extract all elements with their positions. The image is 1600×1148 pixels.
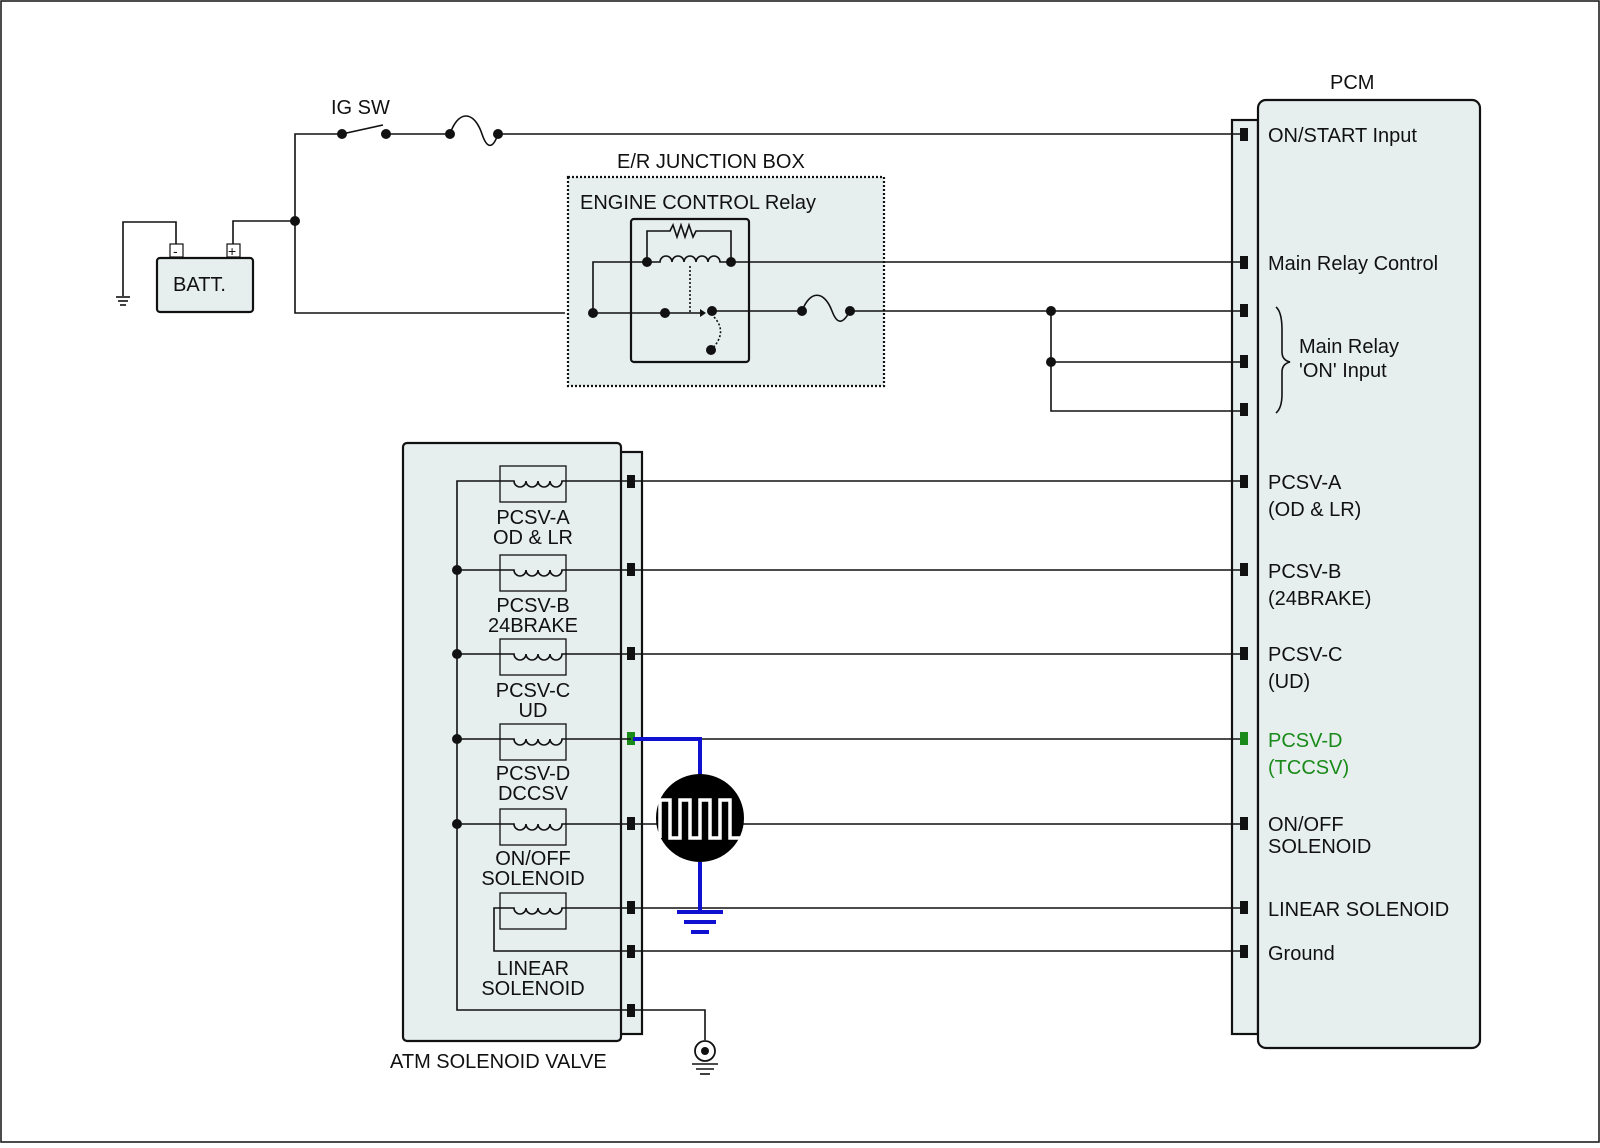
pin-main-relay-on-2: 'ON' Input <box>1299 360 1387 382</box>
pcm-connector-strip <box>1230 118 1260 1036</box>
pin-terminal <box>1240 355 1248 368</box>
pin-terminal <box>1240 128 1248 141</box>
ig-sw-label: IG SW <box>331 97 390 119</box>
relay-icon <box>629 217 751 364</box>
main-relay-on-branch <box>1050 311 1240 412</box>
pin-pcsv-c-1: PCSV-C <box>1268 644 1342 666</box>
coil-icon <box>499 892 631 930</box>
relay-label: ENGINE CONTROL Relay <box>580 192 816 214</box>
pin-linear: LINEAR SOLENOID <box>1268 899 1449 921</box>
sol-e-2: SOLENOID <box>481 868 584 890</box>
sol-b-1: PCSV-B <box>496 595 569 617</box>
pin-terminal <box>1240 563 1248 576</box>
pin-terminal <box>1240 475 1248 488</box>
pin-terminal <box>1240 945 1248 958</box>
coil-icon <box>499 808 631 846</box>
pin-ground: Ground <box>1268 943 1335 965</box>
solenoid-labels: PCSV-A OD & LR PCSV-B 24BRAKE PCSV-C UD … <box>481 507 584 1000</box>
linear-solenoid-ground-wire <box>493 907 631 952</box>
coil-icon <box>499 638 631 676</box>
battery-negative-wire <box>122 221 177 296</box>
pin-on-start: ON/START Input <box>1268 125 1417 147</box>
sol-a-1: PCSV-A <box>496 507 570 529</box>
battery-plus-label: + <box>228 243 236 259</box>
pin-pcsv-d-2: (TCCSV) <box>1268 757 1349 779</box>
sol-d-1: PCSV-D <box>496 763 570 785</box>
battery-positive-wire <box>232 220 295 244</box>
ig-feed-wire <box>294 133 342 221</box>
square-wave-icon <box>656 774 744 862</box>
relay-feed-wire <box>294 221 565 314</box>
battery-body <box>155 256 255 314</box>
pin-onoff-1: ON/OFF <box>1268 814 1344 836</box>
pin-pcsv-a-2: (OD & LR) <box>1268 499 1361 521</box>
pin-terminal <box>1240 647 1248 660</box>
battery: - + BATT. <box>155 243 255 314</box>
solenoid-common-bus <box>456 480 631 1011</box>
probe-connection <box>633 737 723 934</box>
sol-d-2: DCCSV <box>498 783 569 805</box>
sol-b-2: 24BRAKE <box>488 615 578 637</box>
pin-terminal <box>1240 817 1248 830</box>
pin-terminal <box>1240 256 1248 269</box>
coil-icon <box>499 723 631 761</box>
pin-main-relay-on-1: Main Relay <box>1299 336 1399 358</box>
ground-icon <box>116 296 130 306</box>
junction-box <box>566 175 886 388</box>
sol-e-1: ON/OFF <box>495 848 571 870</box>
pin-main-relay-control: Main Relay Control <box>1268 253 1438 275</box>
coil-icon <box>499 554 631 592</box>
junction-dot <box>1046 306 1056 316</box>
junction-dot <box>588 308 598 318</box>
pcm-pin-labels: ON/START Input Main Relay Control Main R… <box>1268 125 1449 965</box>
pcm-terminals <box>1240 128 1248 958</box>
pin-onoff-2: SOLENOID <box>1268 836 1371 858</box>
pcm-body <box>1256 98 1482 1050</box>
coil-icon <box>499 465 631 503</box>
pcm-title: PCM <box>1330 72 1374 94</box>
pcm-module: PCM <box>1230 72 1482 1050</box>
pin-terminal-highlight <box>1240 732 1248 745</box>
junction-dot <box>1046 357 1056 367</box>
sol-f-2: SOLENOID <box>481 978 584 1000</box>
relay-coil-feed <box>592 261 647 313</box>
pin-pcsv-a-1: PCSV-A <box>1268 472 1342 494</box>
sol-a-2: OD & LR <box>493 527 573 549</box>
pin-terminal <box>1240 901 1248 914</box>
pin-pcsv-b-1: PCSV-B <box>1268 561 1341 583</box>
signal-wires <box>635 480 1240 952</box>
sol-f-1: LINEAR <box>497 958 569 980</box>
atm-title: ATM SOLENOID VALVE <box>390 1051 607 1073</box>
atm-ground-wire <box>635 1009 706 1040</box>
sol-c-1: PCSV-C <box>496 680 570 702</box>
pin-terminal <box>1240 304 1248 317</box>
junction-box-label: E/R JUNCTION BOX <box>617 151 805 173</box>
brace-icon <box>1275 306 1291 414</box>
battery-label: BATT. <box>173 274 226 296</box>
pin-pcsv-d-1: PCSV-D <box>1268 730 1342 752</box>
sol-c-2: UD <box>519 700 548 722</box>
junction-dot <box>290 216 300 226</box>
chassis-ground-icon <box>692 1040 718 1075</box>
pin-pcsv-b-2: (24BRAKE) <box>1268 588 1371 610</box>
pin-pcsv-c-2: (UD) <box>1268 671 1310 693</box>
battery-minus-label: - <box>173 243 178 259</box>
pin-terminal <box>1240 403 1248 416</box>
